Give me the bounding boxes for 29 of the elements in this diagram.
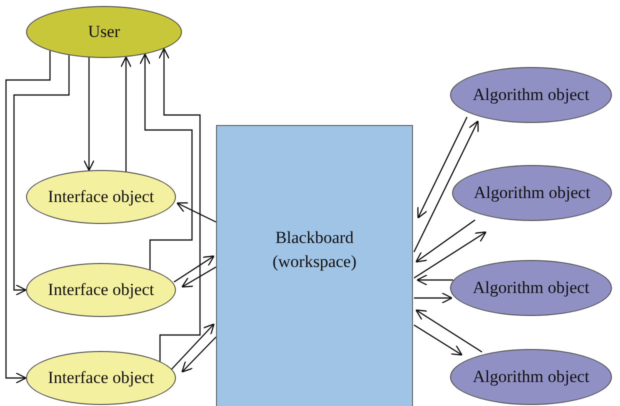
arrow	[417, 116, 468, 219]
arrow	[139, 54, 193, 270]
arrow	[415, 309, 482, 352]
node-label: Interface object	[48, 186, 154, 208]
arrow	[83, 58, 95, 171]
blackboard-box	[216, 125, 413, 406]
node-label: Blackboard (workspace)	[271, 227, 358, 273]
arrow	[414, 231, 487, 278]
arrow	[414, 292, 453, 304]
arrow	[5, 50, 51, 384]
node-label: Interface object	[48, 279, 154, 301]
arrow	[13, 55, 70, 296]
algorithm-ellipse	[452, 165, 612, 221]
arrow	[176, 202, 216, 223]
arrow	[415, 220, 476, 263]
node-label: Interface object	[48, 367, 154, 389]
node-label: Algorithm object	[472, 277, 590, 299]
arrow	[174, 255, 215, 282]
arrow	[120, 56, 132, 172]
node-label: Algorithm object	[472, 366, 590, 388]
node-label: Algorithm object	[474, 182, 590, 204]
arrow	[416, 274, 453, 286]
arrow	[414, 324, 463, 356]
arrow	[413, 120, 479, 252]
arrow	[181, 336, 216, 373]
arrow	[158, 48, 201, 362]
node-label: User	[88, 21, 120, 43]
node-label: Algorithm object	[472, 84, 590, 106]
arrow	[181, 266, 216, 288]
